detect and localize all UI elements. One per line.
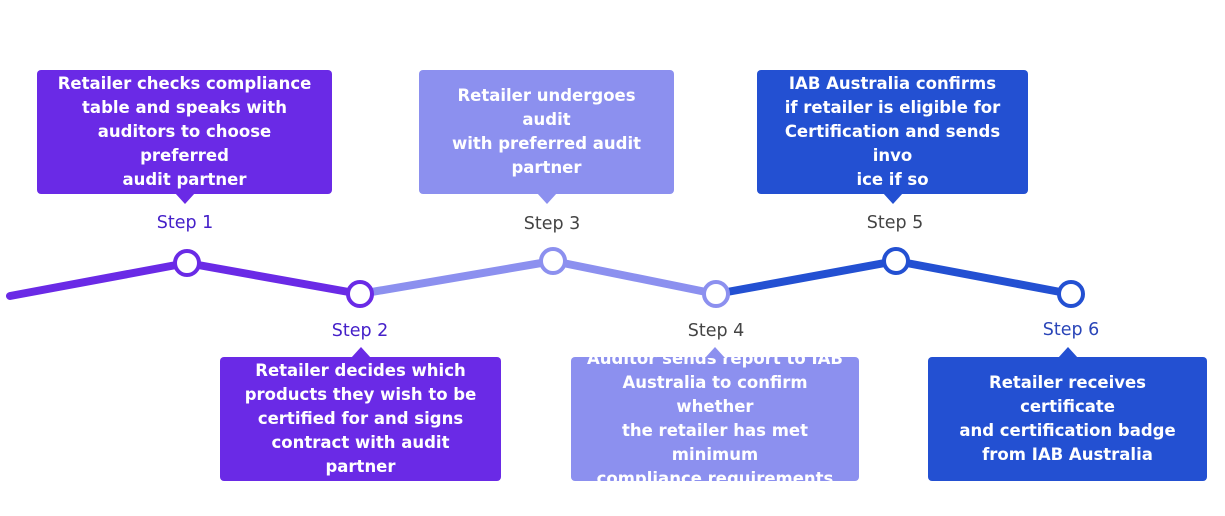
step-5-label: Step 5 — [866, 213, 924, 233]
step-4-description: Auditor sends report to IAB Australia to… — [587, 349, 843, 488]
step-2-label: Step 2 — [331, 321, 389, 341]
timeline-segment-start-1 — [6, 259, 191, 300]
step-3-node — [539, 247, 567, 275]
step-3-callout: Retailer undergoes audit with preferred … — [419, 70, 674, 194]
step-5-node — [882, 247, 910, 275]
step-2-description: Retailer decides which products they wis… — [244, 361, 477, 476]
step-4-label: Step 4 — [687, 321, 745, 341]
step-1-callout: Retailer checks compliance table and spe… — [37, 70, 332, 194]
step-5-callout: IAB Australia confirms if retailer is el… — [757, 70, 1028, 194]
step-3-label: Step 3 — [523, 214, 581, 234]
step-6-label: Step 6 — [1042, 320, 1100, 340]
step-2-node — [346, 280, 374, 308]
step-1-node — [173, 249, 201, 277]
step-5-description: IAB Australia confirms if retailer is el… — [784, 74, 1001, 189]
step-4-node — [702, 280, 730, 308]
timeline-segment-2-3 — [356, 257, 557, 298]
step-6-node — [1057, 280, 1085, 308]
step-1-label: Step 1 — [156, 213, 214, 233]
timeline-segment-1-2 — [183, 259, 364, 298]
timeline-segment-4-5 — [712, 257, 900, 298]
step-3-description: Retailer undergoes audit with preferred … — [451, 86, 642, 177]
step-1-description: Retailer checks compliance table and spe… — [57, 74, 312, 189]
step-4-callout: Auditor sends report to IAB Australia to… — [571, 349, 859, 488]
step-2-callout: Retailer decides which products they wis… — [220, 357, 501, 481]
timeline-segment-3-4 — [549, 257, 720, 298]
step-6-description: Retailer receives certificate and certif… — [959, 373, 1176, 464]
timeline-segment-5-6 — [892, 257, 1075, 298]
step-6-callout: Retailer receives certificate and certif… — [928, 357, 1207, 481]
